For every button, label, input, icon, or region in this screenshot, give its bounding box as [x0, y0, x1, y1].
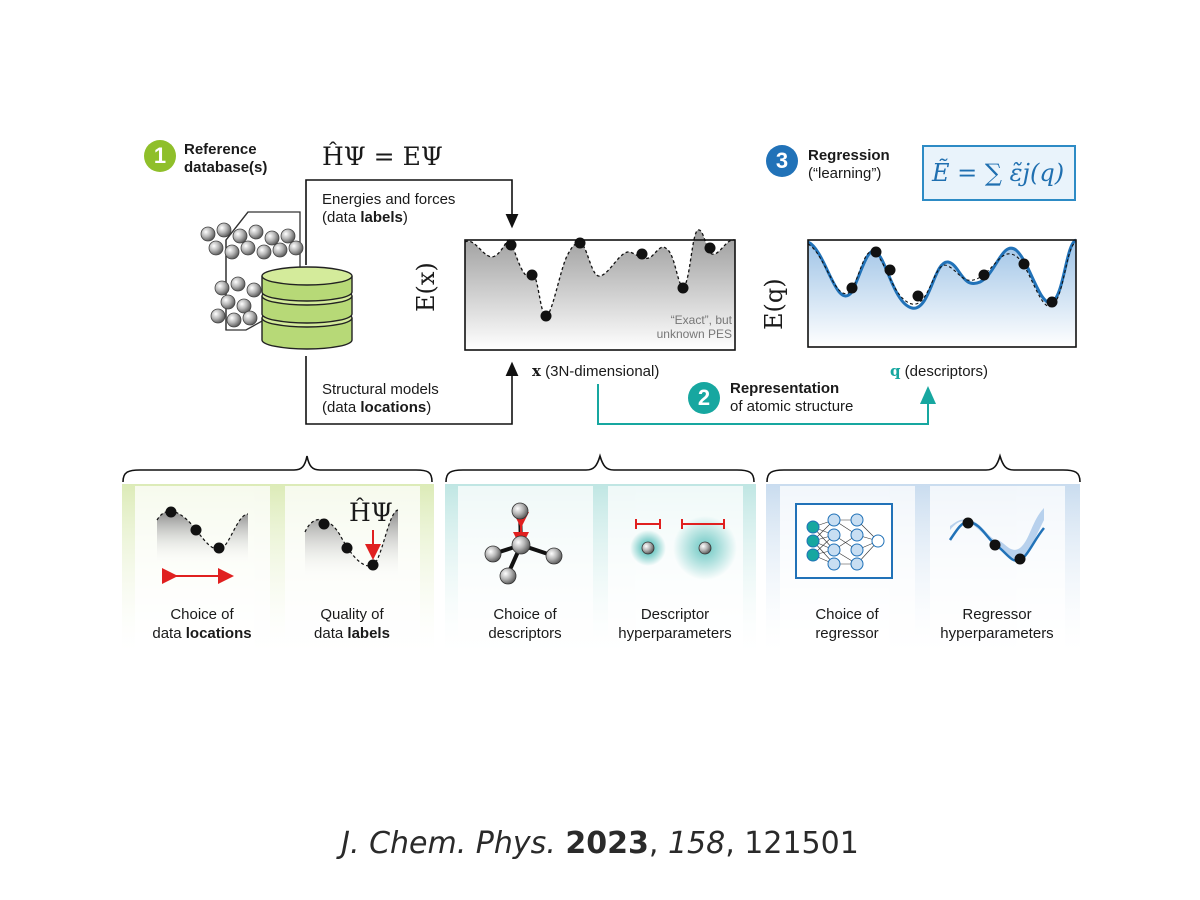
- pes-xlabel-symbol: x: [532, 362, 541, 380]
- citation-journal: J. Chem. Phys.: [341, 826, 556, 861]
- step-3-title-bold: Regression: [808, 147, 890, 164]
- panel-1-line2: data: [152, 625, 186, 642]
- panel-4-line2: hyperparameters: [618, 625, 732, 642]
- panel-3-line1: Choice of: [493, 606, 557, 623]
- fit-plot: [807, 238, 1078, 348]
- panel-caption-descriptor-hyperparameters: Descriptor hyperparameters: [600, 605, 750, 643]
- pes-note-line2: unknown PES: [656, 327, 732, 341]
- step-1-title-line1: Reference: [184, 141, 257, 158]
- panel-5-line1: Choice of: [815, 606, 879, 623]
- structural-models-label: Structural models (data locations): [322, 381, 439, 417]
- pes-plot: [464, 229, 736, 351]
- panel-3-line2: descriptors: [488, 625, 562, 642]
- panel-labels-illustration: [304, 509, 399, 580]
- locations-bold: locations: [360, 399, 427, 416]
- pes-xlabel: x (3N-dimensional): [532, 362, 659, 381]
- labels-prefix: (data: [322, 209, 361, 226]
- locations-prefix: (data: [322, 399, 361, 416]
- molecule-icon: [484, 502, 563, 585]
- data-flow-arrows: [305, 179, 519, 425]
- citation-page: 121501: [744, 826, 859, 861]
- fit-xlabel-symbol: q: [890, 362, 901, 380]
- structural-models-line1: Structural models: [322, 381, 439, 398]
- panel-caption-labels: Quality of data labels: [277, 605, 427, 643]
- step-3-title: Regression (“learning”): [808, 147, 890, 183]
- step-3-badge: 3: [766, 145, 798, 177]
- panel-1-line1: Choice of: [170, 606, 234, 623]
- panel-2-line1: Quality of: [320, 606, 384, 623]
- panel-5-line2: regressor: [815, 625, 879, 642]
- regression-equation-box: Ẽ = ∑ ε̃j(q): [922, 145, 1076, 201]
- panel-caption-regressor-hyperparameters: Regressor hyperparameters: [922, 605, 1072, 643]
- crystal-structure-icon: [200, 211, 304, 331]
- pes-note: “Exact”, but unknown PES: [640, 313, 732, 341]
- labels-suffix: ): [402, 209, 408, 226]
- neural-network-icon: [795, 503, 893, 579]
- step-3-title-rest: (“learning”): [808, 165, 882, 182]
- panel-4-line1: Descriptor: [640, 606, 710, 623]
- panel-1-line2-bold: locations: [185, 625, 252, 642]
- step-2-title-bold: Representation: [730, 380, 840, 397]
- step-2-title-rest: of atomic structure: [730, 398, 854, 415]
- energies-forces-label: Energies and forces (data labels): [322, 191, 455, 227]
- panel-caption-regressor: Choice of regressor: [772, 605, 922, 643]
- labels-bold: labels: [360, 209, 403, 226]
- locations-suffix: ): [426, 399, 432, 416]
- panel-caption-descriptors: Choice of descriptors: [450, 605, 600, 643]
- step-2-title: Representation of atomic structure: [730, 380, 853, 416]
- fit-xlabel-text: (descriptors): [904, 363, 989, 380]
- schrodinger-equation: ĤΨ = EΨ: [322, 142, 443, 171]
- representation-arrow: [597, 384, 936, 425]
- energies-forces-line1: Energies and forces: [322, 191, 456, 208]
- regression-uncertainty-icon: [948, 508, 1045, 565]
- regression-equation: Ẽ = ∑ ε̃j(q): [932, 159, 1065, 187]
- panel-2-line2: data: [314, 625, 348, 642]
- fit-xlabel: q (descriptors): [890, 362, 988, 381]
- citation-year: 2023: [565, 826, 649, 861]
- fit-ylabel: E(q): [760, 278, 788, 330]
- pes-ylabel: E(x): [412, 262, 440, 312]
- step-1-title-line2: database(s): [184, 159, 268, 176]
- step-1-badge: 1: [144, 140, 176, 172]
- descriptor-cutoff-icon: [630, 516, 737, 580]
- panel-caption-locations: Choice of data locations: [127, 605, 277, 643]
- panel-6-line2: hyperparameters: [940, 625, 1054, 642]
- citation: J. Chem. Phys. 2023, 158, 121501: [341, 826, 859, 861]
- panel-locations-illustration: [156, 506, 249, 584]
- pes-xlabel-text: (3N-dimensional): [545, 363, 660, 380]
- step-2-badge: 2: [688, 382, 720, 414]
- citation-volume: 158: [667, 826, 726, 861]
- panel-2-formula: ĤΨ: [349, 498, 393, 527]
- panel-2-line2-bold: labels: [347, 625, 390, 642]
- database-icon: [261, 266, 353, 350]
- section-braces: [122, 453, 1081, 483]
- step-1-title: Reference database(s): [184, 141, 267, 177]
- pes-note-line1: “Exact”, but: [670, 313, 732, 327]
- panel-6-line1: Regressor: [962, 606, 1032, 623]
